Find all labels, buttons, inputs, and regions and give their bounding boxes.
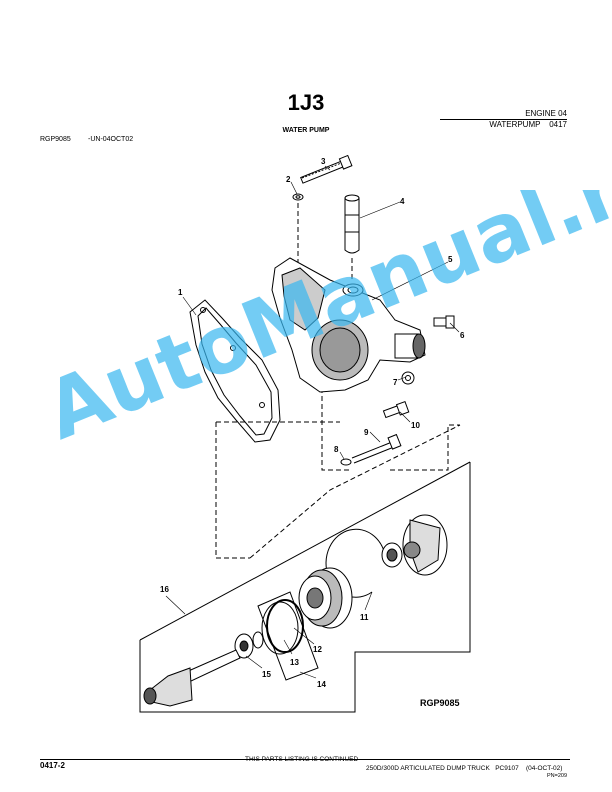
figure-label: RGP9085 [420, 698, 460, 708]
bolt-3 [300, 154, 353, 184]
bolt-9 [351, 433, 402, 464]
footer-rule [40, 759, 570, 760]
bearing-15 [234, 631, 264, 659]
callout-7: 7 [393, 378, 398, 387]
callout-2: 2 [286, 175, 291, 184]
subgroup-code: 0417 [549, 120, 567, 129]
callout-11: 11 [360, 613, 369, 622]
callout-3: 3 [321, 157, 326, 166]
callout-12: 12 [313, 645, 322, 654]
callout-15: 15 [262, 670, 271, 679]
issue-date: (04-OCT-02) [525, 765, 563, 772]
header-rule [440, 119, 567, 120]
impeller [402, 514, 448, 576]
subgroup-heading: WATERPUMP 0417 [489, 120, 567, 129]
callout-6: 6 [460, 331, 465, 340]
seal-assembly [298, 567, 353, 629]
section-title: WATER PUMP [282, 127, 330, 134]
model-name: 250D/300D ARTICULATED DUMP TRUCK PC9107 … [366, 765, 562, 772]
callout-9: 9 [364, 428, 369, 437]
callout-4: 4 [400, 197, 405, 206]
page-title: 1J3 [287, 90, 325, 115]
bolt-10 [382, 400, 410, 419]
group-heading: ENGINE 04 [525, 109, 567, 118]
callout-8: 8 [334, 445, 339, 454]
group-code: 04 [558, 109, 567, 118]
group-name: ENGINE [525, 109, 556, 118]
continued-note: THIS PARTS LISTING IS CONTINUED [245, 756, 359, 763]
callout-14: 14 [317, 680, 326, 689]
figure-code: -UN-04OCT02 [88, 136, 134, 143]
model-text: 250D/300D ARTICULATED DUMP TRUCK [366, 765, 490, 772]
page-number: 0417-2 [40, 761, 65, 770]
pn-number: PN=209 [546, 773, 567, 779]
washer-2 [292, 193, 304, 201]
figure-id: RGP9085 [40, 136, 71, 143]
washer-8 [340, 458, 352, 466]
gasket-1 [189, 299, 281, 443]
shaft [143, 649, 241, 707]
sleeve-4 [344, 194, 360, 254]
water-pump-exploded-diagram: 1 2 3 4 5 6 7 8 9 10 11 12 13 14 15 16 R… [139, 154, 471, 713]
assembly-outline [139, 462, 471, 713]
callout-5: 5 [448, 255, 453, 264]
seal-rings-12-13 [261, 599, 304, 655]
fitting-6 [433, 315, 455, 329]
pump-housing-5 [271, 257, 426, 393]
subgroup-name: WATERPUMP [489, 120, 541, 129]
callout-10: 10 [411, 421, 420, 430]
callout-13: 13 [290, 658, 299, 667]
callout-16: 16 [160, 585, 169, 594]
catalog-number: PC9107 [495, 765, 519, 772]
callout-1: 1 [178, 288, 183, 297]
plug-7 [401, 371, 415, 385]
